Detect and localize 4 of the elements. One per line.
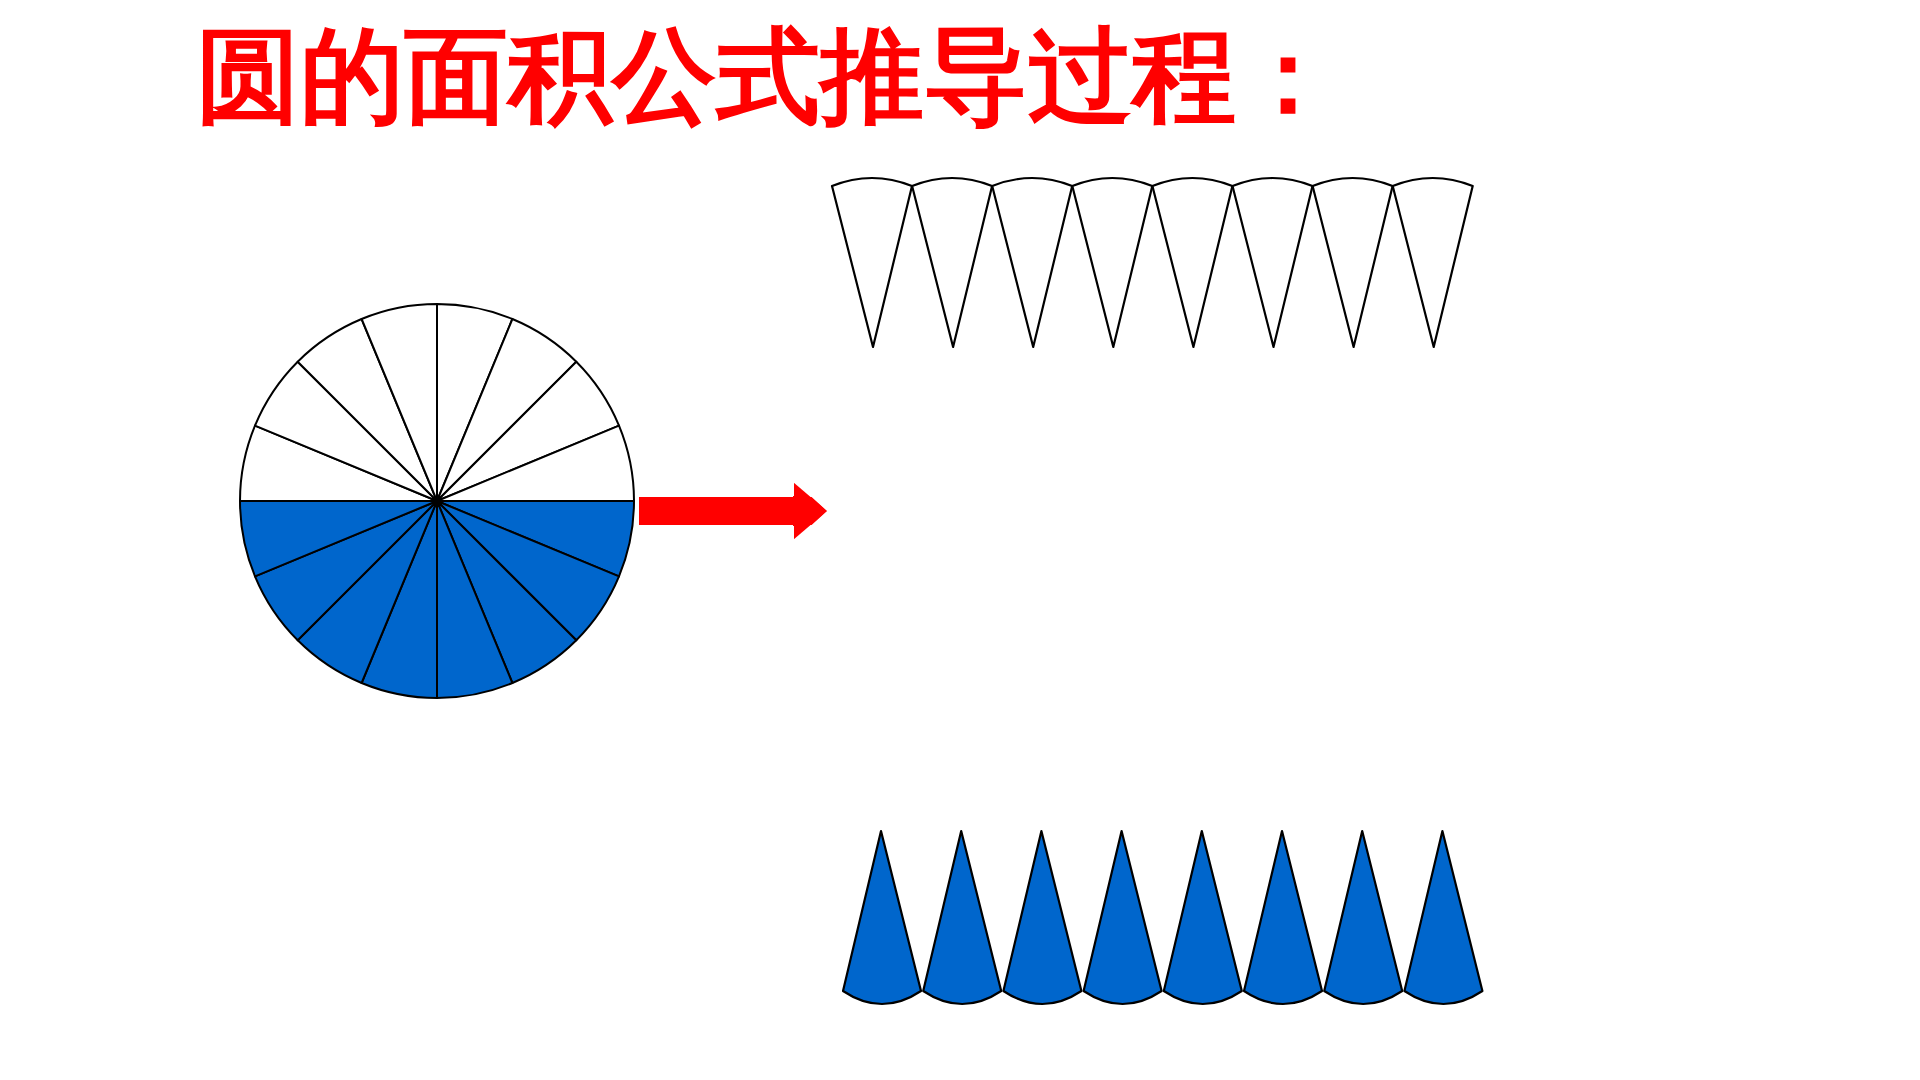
cut-sectors-drawing <box>830 176 1484 1006</box>
sectored-circle-drawing <box>239 303 635 699</box>
arrow <box>639 482 827 540</box>
title: 圆的面积公式推导过程： <box>196 22 1340 132</box>
